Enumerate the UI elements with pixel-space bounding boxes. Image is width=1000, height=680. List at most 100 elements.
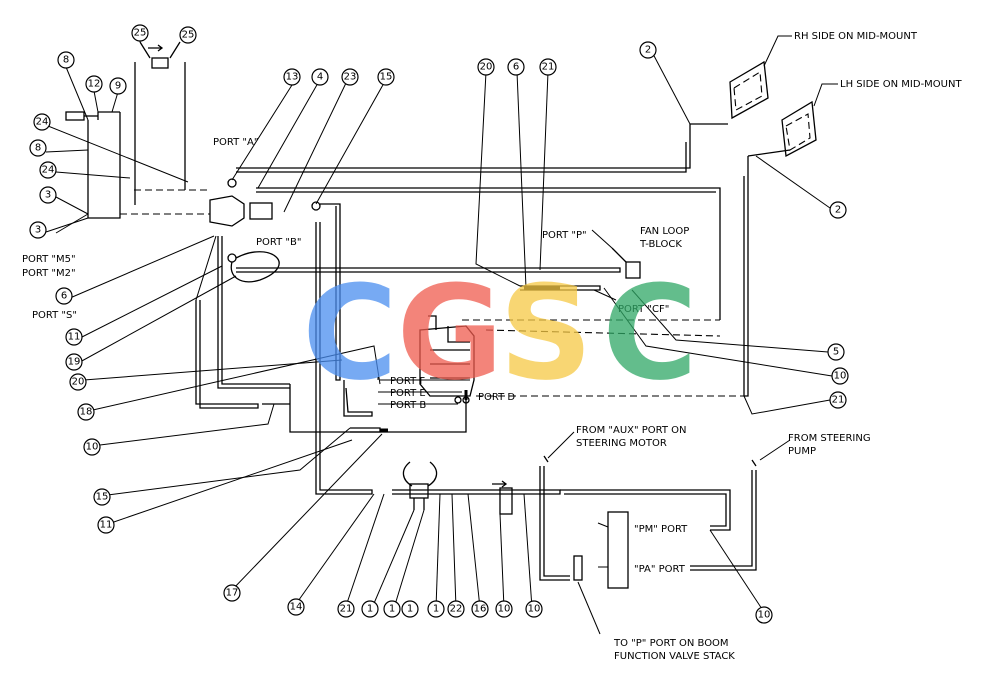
mid-mount-brackets: [729, 35, 838, 158]
svg-text:11: 11: [68, 332, 81, 343]
callout-13: 13: [283, 68, 301, 86]
svg-text:16: 16: [474, 604, 487, 615]
callout-15a: 15: [377, 68, 395, 86]
label-port-m2: PORT "M2": [22, 268, 76, 279]
callout-18: 18: [77, 403, 95, 421]
label-to-p-port-line-2: FUNCTION VALVE STACK: [614, 651, 735, 662]
label-port-b-lower: PORT B: [390, 400, 426, 411]
svg-text:6: 6: [513, 62, 519, 73]
dashed-lines: [120, 189, 744, 397]
callout-19: 19: [65, 353, 83, 371]
callout-5: 5: [827, 343, 845, 361]
watermark-letter-s-yellow: S: [499, 257, 593, 409]
svg-text:17: 17: [226, 588, 239, 599]
label-from-aux-line-1: FROM "AUX" PORT ON: [576, 425, 687, 436]
callout-2a: 2: [639, 41, 657, 59]
svg-text:5: 5: [833, 347, 839, 358]
svg-text:25: 25: [182, 30, 195, 41]
callout-bubbles: 25 25 8 12 9 24 8 24 3 3 13 4 23 15 20 6…: [29, 24, 849, 624]
callout-17: 17: [223, 584, 241, 602]
svg-text:21: 21: [832, 395, 845, 406]
callout-24b: 24: [39, 161, 57, 179]
label-pm-port: "PM" PORT: [634, 524, 688, 535]
label-port-d: PORT D: [478, 392, 515, 403]
reservoir-assembly: [65, 41, 186, 219]
svg-text:18: 18: [80, 407, 93, 418]
svg-text:9: 9: [115, 81, 121, 92]
callout-6a: 6: [507, 58, 525, 76]
label-to-p-port-line-1: TO "P" PORT ON BOOM: [613, 638, 729, 649]
callout-8b: 8: [29, 139, 47, 157]
svg-text:24: 24: [42, 165, 55, 176]
watermark-logo: C G S C: [302, 257, 697, 409]
callout-21b: 21: [829, 391, 847, 409]
callout-10c: 10: [495, 600, 513, 618]
svg-text:4: 4: [317, 72, 323, 83]
callout-3b: 3: [29, 221, 47, 239]
callout-3a: 3: [39, 186, 57, 204]
label-fan-loop-line-1: FAN LOOP: [640, 226, 689, 237]
label-port-b: PORT "B": [256, 237, 301, 248]
svg-text:21: 21: [340, 604, 353, 615]
svg-text:11: 11: [100, 520, 113, 531]
svg-text:3: 3: [35, 225, 41, 236]
svg-text:19: 19: [68, 357, 81, 368]
svg-text:25: 25: [134, 28, 147, 39]
svg-text:1: 1: [407, 604, 413, 615]
callout-10d: 10: [525, 600, 543, 618]
svg-text:1: 1: [389, 604, 395, 615]
svg-text:10: 10: [498, 604, 511, 615]
svg-text:24: 24: [36, 117, 49, 128]
text-labels: RH SIDE ON MID-MOUNT LH SIDE ON MID-MOUN…: [22, 31, 962, 662]
callout-12: 12: [85, 75, 103, 93]
svg-text:15: 15: [380, 72, 393, 83]
label-from-steering-line-2: PUMP: [788, 446, 816, 457]
svg-text:21: 21: [542, 62, 555, 73]
svg-text:6: 6: [61, 291, 67, 302]
svg-text:10: 10: [834, 371, 847, 382]
callout-1a: 1: [361, 600, 379, 618]
svg-text:13: 13: [286, 72, 299, 83]
callout-22: 22: [447, 600, 465, 618]
callout-1d: 1: [427, 600, 445, 618]
callout-10a: 10: [83, 438, 101, 456]
callout-25b: 25: [179, 26, 197, 44]
callout-10b: 10: [831, 367, 849, 385]
callout-15b: 15: [93, 488, 111, 506]
callout-11a: 11: [65, 328, 83, 346]
boom-control-valve: [419, 315, 475, 404]
svg-text:10: 10: [86, 442, 99, 453]
callout-1b: 1: [383, 600, 401, 618]
label-from-steering-line-1: FROM STEERING: [788, 433, 871, 444]
svg-text:1: 1: [433, 604, 439, 615]
watermark-letter-c-green: C: [602, 257, 697, 409]
callout-11b: 11: [97, 516, 115, 534]
leader-lines: [45, 35, 833, 635]
callout-8a: 8: [57, 51, 75, 69]
label-from-aux-line-2: STEERING MOTOR: [576, 438, 667, 449]
callout-16: 16: [471, 600, 489, 618]
label-port-s: PORT "S": [32, 310, 77, 321]
callout-20a: 20: [477, 58, 495, 76]
hose-runs: [195, 123, 791, 589]
label-port-f: PORT F: [390, 376, 425, 387]
callout-21c: 21: [337, 600, 355, 618]
callout-2b: 2: [829, 201, 847, 219]
label-port-e: PORT E: [390, 388, 426, 399]
svg-text:10: 10: [758, 610, 771, 621]
svg-text:3: 3: [45, 190, 51, 201]
svg-text:20: 20: [480, 62, 493, 73]
callout-23: 23: [341, 68, 359, 86]
callout-10e: 10: [755, 606, 773, 624]
label-port-m5: PORT "M5": [22, 254, 76, 265]
callout-4: 4: [311, 68, 329, 86]
svg-text:2: 2: [835, 205, 841, 216]
svg-text:1: 1: [367, 604, 373, 615]
watermark-letter-g-red: G: [397, 257, 504, 409]
callout-1c: 1: [401, 600, 419, 618]
label-rh-side: RH SIDE ON MID-MOUNT: [794, 31, 918, 42]
svg-text:2: 2: [645, 45, 651, 56]
callout-21a: 21: [539, 58, 557, 76]
svg-text:23: 23: [344, 72, 357, 83]
label-pa-port: "PA" PORT: [634, 564, 686, 575]
